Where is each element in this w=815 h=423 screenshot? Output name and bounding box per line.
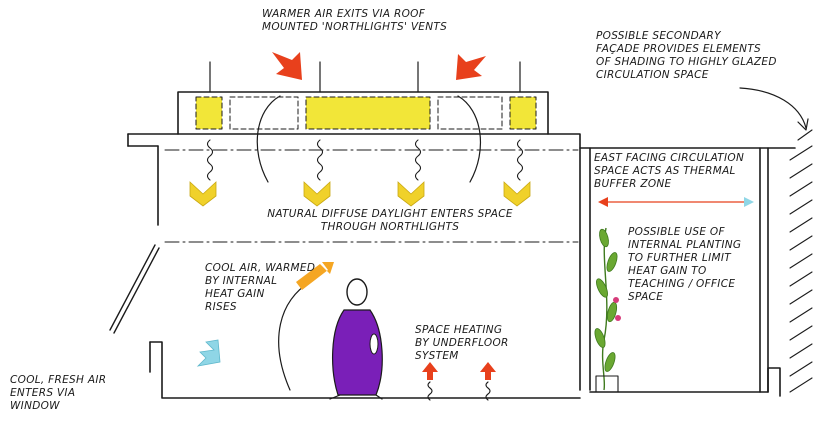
facade-shading-fins <box>789 129 813 393</box>
facade-leader-arrowhead <box>797 118 809 131</box>
building-section-outline <box>127 133 796 399</box>
occupant-figure <box>329 278 383 400</box>
secondary-facade-annotation: POSSIBLE SECONDARY FAÇADE PROVIDES ELEME… <box>596 30 777 81</box>
daylight-arrow-1 <box>189 181 217 207</box>
warm-exhaust-arrows <box>272 52 486 80</box>
internal-planting-annotation: POSSIBLE USE OF INTERNAL PLANTING TO FUR… <box>628 226 742 303</box>
underfloor-heating-arrows <box>422 362 496 401</box>
warm-air-rising-arrow <box>296 262 334 290</box>
cool-air-rises-annotation: COOL AIR, WARMED BY INTERNAL HEAT GAIN R… <box>205 262 316 313</box>
facade-leader-arrow <box>739 87 807 129</box>
northlight-rooflight <box>177 91 549 135</box>
daylight-arrows <box>189 181 531 207</box>
daylight-annotation: NATURAL DIFFUSE DAYLIGHT ENTERS SPACE TH… <box>267 208 513 233</box>
roof-exit-annotation: WARMER AIR EXITS VIA ROOF MOUNTED 'NORTH… <box>262 8 448 33</box>
daylight-glazing-2 <box>306 97 430 129</box>
daylight-arrow-3 <box>397 181 425 207</box>
ceiling-plane-lines <box>164 149 579 243</box>
air-circulation-arcs <box>256 95 482 391</box>
daylight-arrow-4 <box>503 181 531 207</box>
daylight-glazing-1 <box>196 97 222 129</box>
exhaust-arrow-left <box>272 52 302 80</box>
buffer-zone-span-arrow <box>598 197 754 207</box>
window <box>109 244 160 334</box>
fresh-air-annotation: COOL, FRESH AIR ENTERS VIA WINDOW <box>10 374 107 412</box>
cool-air-inlet-arrow <box>196 339 221 367</box>
daylight-arrow-2 <box>303 181 331 207</box>
internal-planting <box>594 227 621 393</box>
daylight-glazing-3 <box>510 97 536 129</box>
circulation-buffer-annotation: EAST FACING CIRCULATION SPACE ACTS AS TH… <box>594 152 745 190</box>
exhaust-arrow-right <box>456 54 486 80</box>
underfloor-heating-annotation: SPACE HEATING BY UNDERFLOOR SYSTEM <box>415 324 509 362</box>
heat-squiggles-roof <box>206 139 524 181</box>
roof-vent-lines <box>209 61 521 93</box>
